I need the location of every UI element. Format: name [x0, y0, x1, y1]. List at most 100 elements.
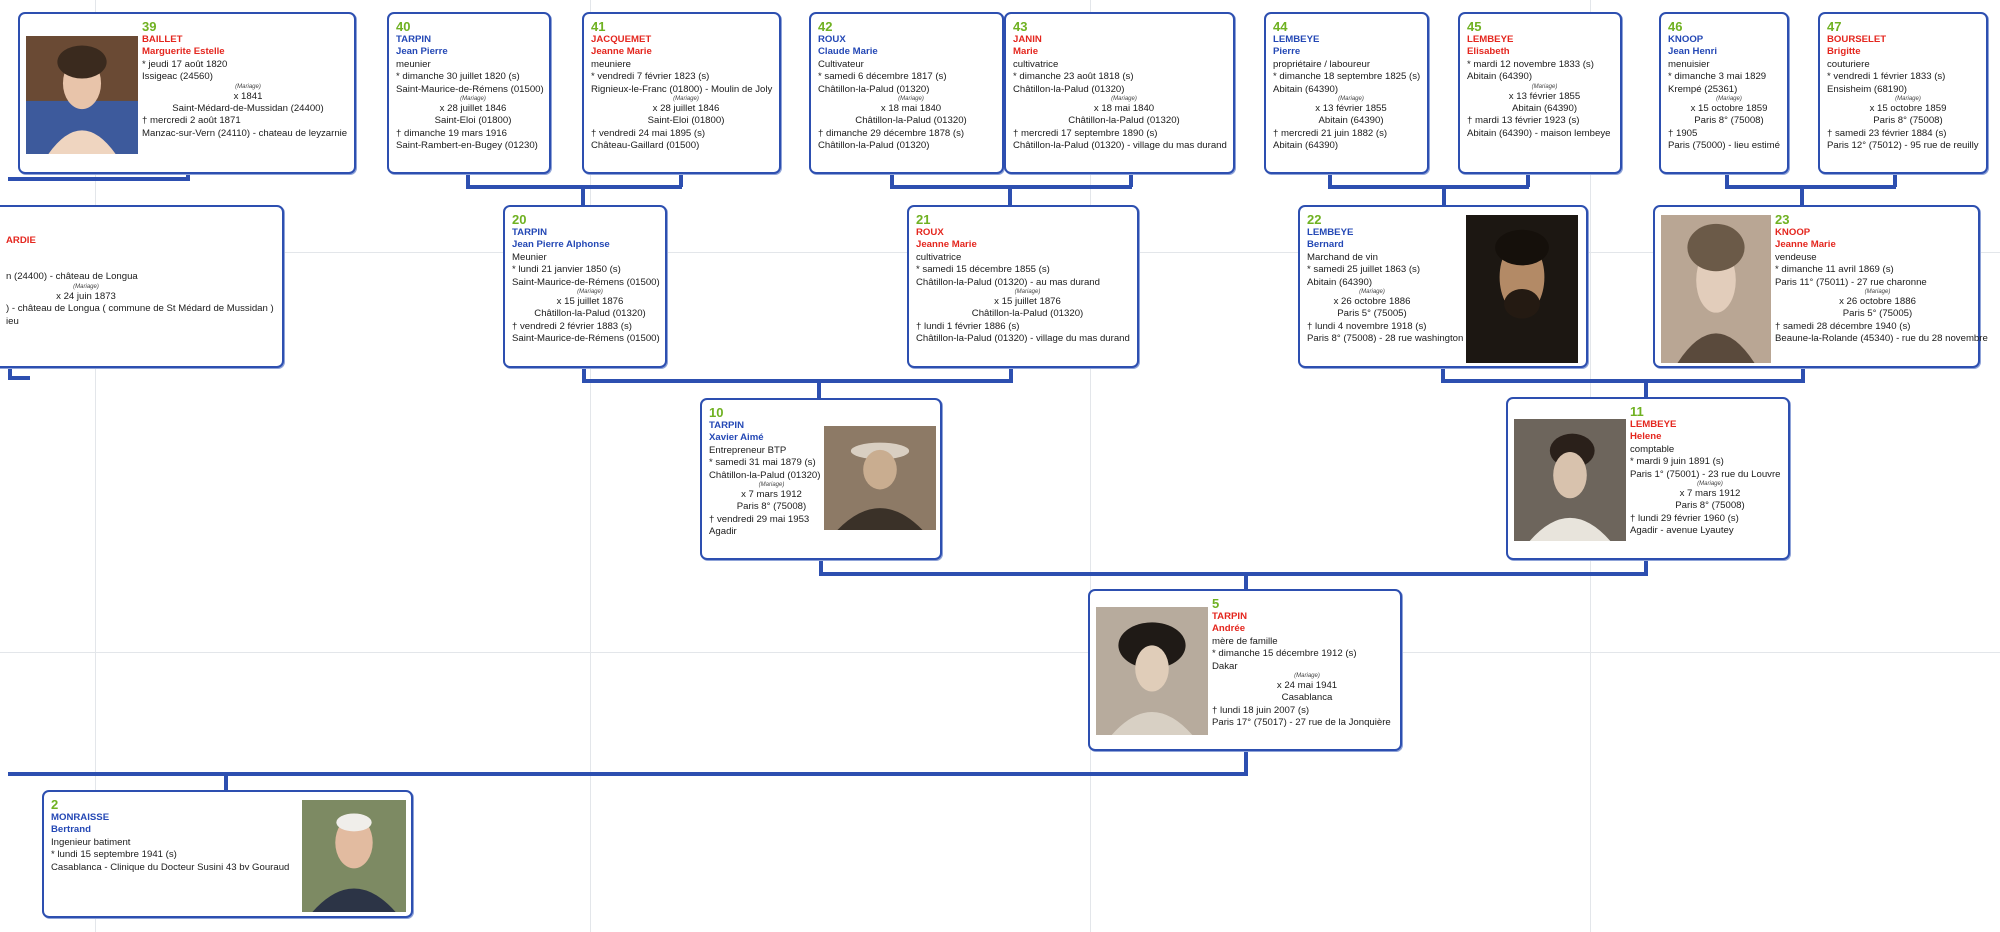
marriage-label: (Mariage) [1111, 96, 1137, 103]
birth-place: Abitain (64390) [1467, 71, 1533, 83]
death-place: Paris (75000) - lieu estimé [1668, 140, 1780, 152]
person-card-5[interactable]: 5 TARPIN Andrée mère de famille * dimanc… [1088, 589, 1402, 751]
marriage-place: Abitain (64390) [1318, 115, 1384, 127]
person-card-42[interactable]: 42 ROUX Claude Marie Cultivateur * samed… [809, 12, 1004, 174]
sosa-number: 41 [591, 19, 606, 34]
portrait-icon [1096, 607, 1208, 735]
birth-place: Casablanca - Clinique du Docteur Susini … [51, 861, 290, 873]
marriage-place: Saint-Eloi (01800) [434, 115, 512, 127]
birth-place: Châtillon-la-Palud (01320) [709, 469, 821, 481]
person-surname: JACQUEMET [591, 34, 652, 45]
person-surname: KNOOP [1668, 34, 1704, 45]
death-date: † lundi 1 février 1886 (s) [916, 320, 1020, 332]
connector-line [1725, 185, 1896, 189]
person-card-23[interactable]: 23 KNOOP Jeanne Marie vendeuse * dimanch… [1653, 205, 1988, 368]
marriage-place: Châtillon-la-Palud (01320) [971, 308, 1084, 320]
person-card-46[interactable]: 46 KNOOP Jean Henri menuisier * dimanche… [1659, 12, 1789, 174]
marriage-date: x 26 octobre 1886 [1333, 296, 1411, 308]
birth-date: * dimanche 15 décembre 1912 (s) [1212, 648, 1357, 660]
person-card-partial[interactable]: ARDIE n (24400) - château de Longua (Mar… [0, 205, 284, 368]
connector-line [817, 381, 821, 398]
marriage-date: x 7 mars 1912 [741, 489, 802, 501]
connector-line [8, 177, 188, 181]
sosa-number: 39 [142, 19, 157, 34]
sosa-number: 40 [396, 19, 411, 34]
person-card-21[interactable]: 21 ROUX Jeanne Marie cultivatrice * same… [907, 205, 1139, 368]
portrait-photo [26, 36, 138, 154]
birth-date: * samedi 15 décembre 1855 (s) [916, 264, 1050, 276]
marriage-place: Saint-Médard-de-Mussidan (24400) [172, 103, 324, 115]
person-given-name: Marie [1013, 46, 1039, 58]
occupation: comptable [1630, 443, 1675, 455]
portrait-icon [26, 36, 138, 154]
person-surname: TARPIN [396, 34, 431, 45]
person-card-43[interactable]: 43 JANIN Marie cultivatrice * dimanche 2… [1004, 12, 1235, 174]
person-surname: ROUX [916, 227, 944, 238]
grid-line [0, 652, 2000, 653]
person-card-44[interactable]: 44 LEMBEYE Pierre propriétaire / laboure… [1264, 12, 1429, 174]
marriage-label: (Mariage) [1716, 96, 1742, 103]
grid-line [1090, 0, 1091, 932]
sosa-number: 2 [51, 797, 59, 812]
marriage-date: x 24 juin 1873 [56, 290, 116, 302]
marriage-label: (Mariage) [1294, 673, 1320, 680]
marriage-label: (Mariage) [1014, 289, 1041, 296]
connector-line [1129, 172, 1133, 187]
person-card-10[interactable]: 10 TARPIN Xavier Aimé Entrepreneur BTP *… [700, 398, 942, 560]
death-place: Châtillon-la-Palud (01320) - village du … [916, 333, 1130, 345]
occupation: vendeuse [1775, 251, 1817, 263]
person-card-2[interactable]: 2 MONRAISSE Bertrand Ingenieur batiment … [42, 790, 413, 918]
sosa-number: 10 [709, 405, 724, 420]
marriage-label: (Mariage) [235, 83, 261, 90]
death-date: † dimanche 19 mars 1916 [396, 127, 507, 139]
death-date: † mercredi 21 juin 1882 (s) [1273, 127, 1388, 139]
person-surname: TARPIN [512, 227, 547, 238]
death-place: Saint-Maurice-de-Rémens (01500) [512, 333, 660, 345]
person-card-39[interactable]: 39 BAILLET Marguerite Estelle * jeudi 17… [18, 12, 356, 174]
birth-place: Issigeac (24560) [142, 71, 213, 83]
person-surname: TARPIN [709, 420, 744, 431]
marriage-label: (Mariage) [898, 96, 924, 103]
marriage-date: x 26 octobre 1886 [1839, 296, 1916, 308]
connector-line [466, 185, 682, 189]
person-given-name: Andrée [1212, 623, 1246, 635]
portrait-icon [1514, 419, 1626, 541]
death-date: † mercredi 2 août 1871 [142, 115, 241, 127]
portrait-photo [1661, 215, 1771, 363]
connector-line [1893, 172, 1897, 187]
person-card-40[interactable]: 40 TARPIN Jean Pierre meunier * dimanche… [387, 12, 551, 174]
marriage-date: x 28 juillet 1846 [439, 103, 507, 115]
birth-date: * mardi 12 novembre 1833 (s) [1467, 58, 1594, 70]
sosa-number: 22 [1307, 212, 1322, 227]
person-card-47[interactable]: 47 BOURSELET Brigitte couturiere * vendr… [1818, 12, 1988, 174]
person-given-name: Brigitte [1827, 46, 1861, 58]
occupation: Marchand de vin [1307, 251, 1378, 263]
person-surname: BAILLET [142, 34, 183, 45]
marriage-date: x 18 mai 1840 [1093, 103, 1155, 115]
connector-line [224, 774, 228, 791]
birth-date: * dimanche 3 mai 1829 [1668, 71, 1767, 83]
person-card-11[interactable]: 11 LEMBEYE Helene comptable * mardi 9 ju… [1506, 397, 1790, 560]
portrait-icon [302, 800, 406, 912]
person-surname: LEMBEYE [1630, 419, 1677, 430]
occupation: menuisier [1668, 58, 1710, 70]
birth-date: * vendredi 7 février 1823 (s) [591, 71, 710, 83]
birth-date: * jeudi 17 août 1820 [142, 58, 228, 70]
note-line: ieu [6, 315, 19, 327]
occupation: meuniere [591, 58, 631, 70]
death-place: Agadir - avenue Lyautey [1630, 525, 1734, 537]
sosa-number: 11 [1630, 404, 1644, 419]
marriage-place: Paris 5° (75005) [1337, 308, 1407, 320]
death-place: Château-Gaillard (01500) [591, 140, 700, 152]
marriage-place: Châtillon-la-Palud (01320) [855, 115, 967, 127]
person-card-20[interactable]: 20 TARPIN Jean Pierre Alphonse Meunier *… [503, 205, 667, 368]
person-card-41[interactable]: 41 JACQUEMET Jeanne Marie meuniere * ven… [582, 12, 781, 174]
connector-line [1442, 187, 1446, 205]
death-date: † mercredi 17 septembre 1890 (s) [1013, 127, 1158, 139]
person-card-45[interactable]: 45 LEMBEYE Elisabeth * mardi 12 novembre… [1458, 12, 1622, 174]
person-card-22[interactable]: 22 LEMBEYE Bernard Marchand de vin * sam… [1298, 205, 1588, 368]
person-given-name: Xavier Aimé [709, 432, 764, 444]
portrait-icon [1466, 215, 1578, 363]
death-place: Abitain (64390) - maison lembeye [1467, 127, 1611, 139]
marriage-place: Saint-Eloi (01800) [647, 115, 725, 127]
